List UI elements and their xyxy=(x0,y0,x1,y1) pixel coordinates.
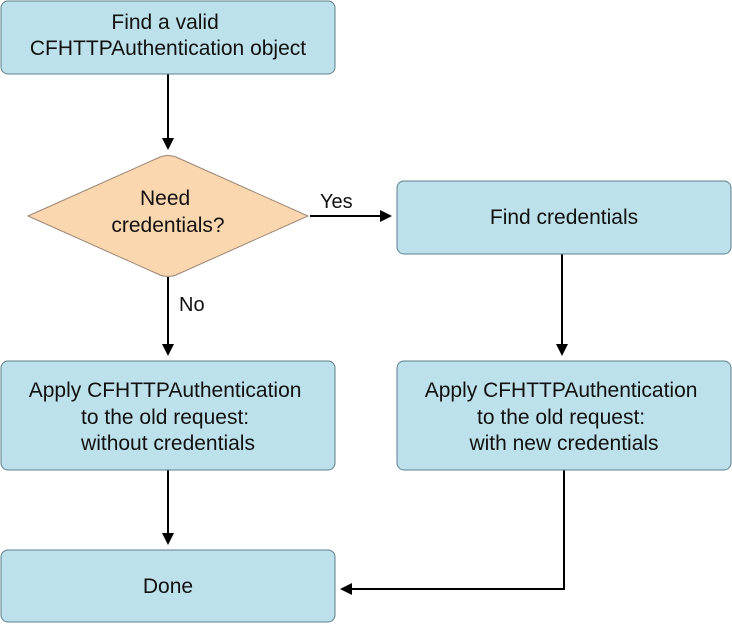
node-find-auth-line-2: CFHTTPAuthentication object xyxy=(30,37,306,60)
node-apply-without-box xyxy=(0,360,336,471)
node-apply-without-label: Apply CFHTTPAuthentication to the old re… xyxy=(29,379,308,455)
node-done-label: Done xyxy=(143,575,193,598)
node-apply-with-line-3: with new credentials xyxy=(468,432,658,455)
node-need-credentials-diamond xyxy=(26,155,310,277)
node-apply-with-line-2: to the old request: xyxy=(477,406,645,429)
node-apply-with-line-1: Apply CFHTTPAuthentication xyxy=(425,379,698,402)
node-find-auth-label: Find a valid CFHTTPAuthentication object xyxy=(30,11,306,60)
node-apply-with: Apply CFHTTPAuthentication to the old re… xyxy=(396,360,732,471)
node-find-auth: Find a valid CFHTTPAuthentication object xyxy=(0,0,336,75)
node-done-line-1: Done xyxy=(143,575,193,598)
node-need-credentials-label: Need credentials? xyxy=(111,187,224,237)
node-done: Done xyxy=(0,549,336,623)
node-apply-without: Apply CFHTTPAuthentication to the old re… xyxy=(0,360,336,471)
edge-label-yes: Yes xyxy=(320,191,353,213)
node-find-credentials-box xyxy=(396,180,732,255)
edge-label-no: No xyxy=(179,294,205,316)
node-apply-without-line-3: without credentials xyxy=(80,432,255,455)
edge-apply-with-to-done xyxy=(340,470,565,595)
node-need-credentials-line-2: credentials? xyxy=(111,214,224,237)
node-apply-with-label: Apply CFHTTPAuthentication to the old re… xyxy=(425,379,704,455)
node-find-auth-box xyxy=(0,0,336,75)
node-need-credentials: Need credentials? xyxy=(26,155,310,277)
node-apply-without-line-2: to the old request: xyxy=(81,406,249,429)
node-find-credentials: Find credentials xyxy=(396,180,732,255)
node-find-credentials-label: Find credentials xyxy=(490,206,638,229)
node-done-box xyxy=(0,549,336,623)
node-need-credentials-line-1: Need xyxy=(140,187,190,210)
node-apply-with-box xyxy=(396,360,732,471)
node-apply-without-line-1: Apply CFHTTPAuthentication xyxy=(29,379,302,402)
node-find-auth-line-1: Find a valid xyxy=(111,11,218,34)
node-find-credentials-line-1: Find credentials xyxy=(490,206,638,229)
